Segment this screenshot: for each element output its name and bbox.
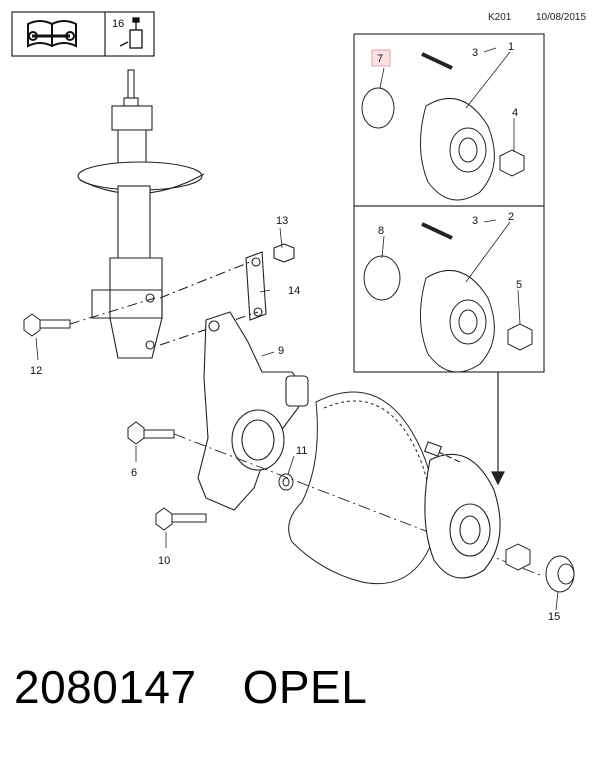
callout-12: 12 [30, 365, 42, 377]
hub-assembly-variant-a [361, 52, 525, 201]
part-number: 2080147 [14, 661, 197, 713]
diagram-date: 10/08/2015 [536, 12, 587, 23]
callout-10: 10 [158, 555, 170, 567]
leader-lines [35, 47, 559, 611]
inset-panel-variant-b [353, 205, 545, 373]
callout-3-lower: 3 [472, 215, 478, 227]
tool-legend-box [11, 11, 155, 57]
cap-15 [545, 555, 575, 593]
bolt-10 [155, 507, 207, 531]
bracket-14 [159, 243, 295, 346]
callout-5: 5 [516, 279, 522, 291]
steering-knuckle-9 [197, 311, 309, 511]
diagram-code: K201 [488, 12, 512, 23]
footer-caption: 2080147 OPEL [14, 660, 367, 714]
tool-ref-label: 16 [112, 18, 124, 30]
callout-6: 6 [131, 467, 137, 479]
callout-2: 2 [508, 211, 514, 223]
manual-tool-icon [27, 20, 77, 48]
reference-arrow [491, 372, 505, 486]
hub-assembly-variant-b [363, 222, 533, 373]
callout-3-upper: 3 [472, 47, 478, 59]
brake-dust-shield [288, 391, 435, 585]
highlight-box-7 [371, 49, 391, 67]
callout-14: 14 [288, 285, 300, 297]
wheel-hub-bearing [424, 441, 501, 579]
callout-7: 7 [377, 53, 383, 65]
shock-absorber-strut [77, 69, 205, 359]
callout-15: 15 [548, 611, 560, 623]
grease-tube-icon [119, 17, 143, 49]
callout-1: 1 [508, 41, 514, 53]
bolt-6 [127, 421, 175, 445]
callout-9: 9 [278, 345, 284, 357]
brand-name: OPEL [242, 661, 368, 713]
bolt-12 [23, 297, 156, 337]
callout-8: 8 [378, 225, 384, 237]
hub-nut [505, 543, 531, 571]
callout-11: 11 [296, 445, 307, 457]
callout-4: 4 [512, 107, 518, 119]
washer-11 [278, 473, 294, 491]
callout-13: 13 [276, 215, 288, 227]
